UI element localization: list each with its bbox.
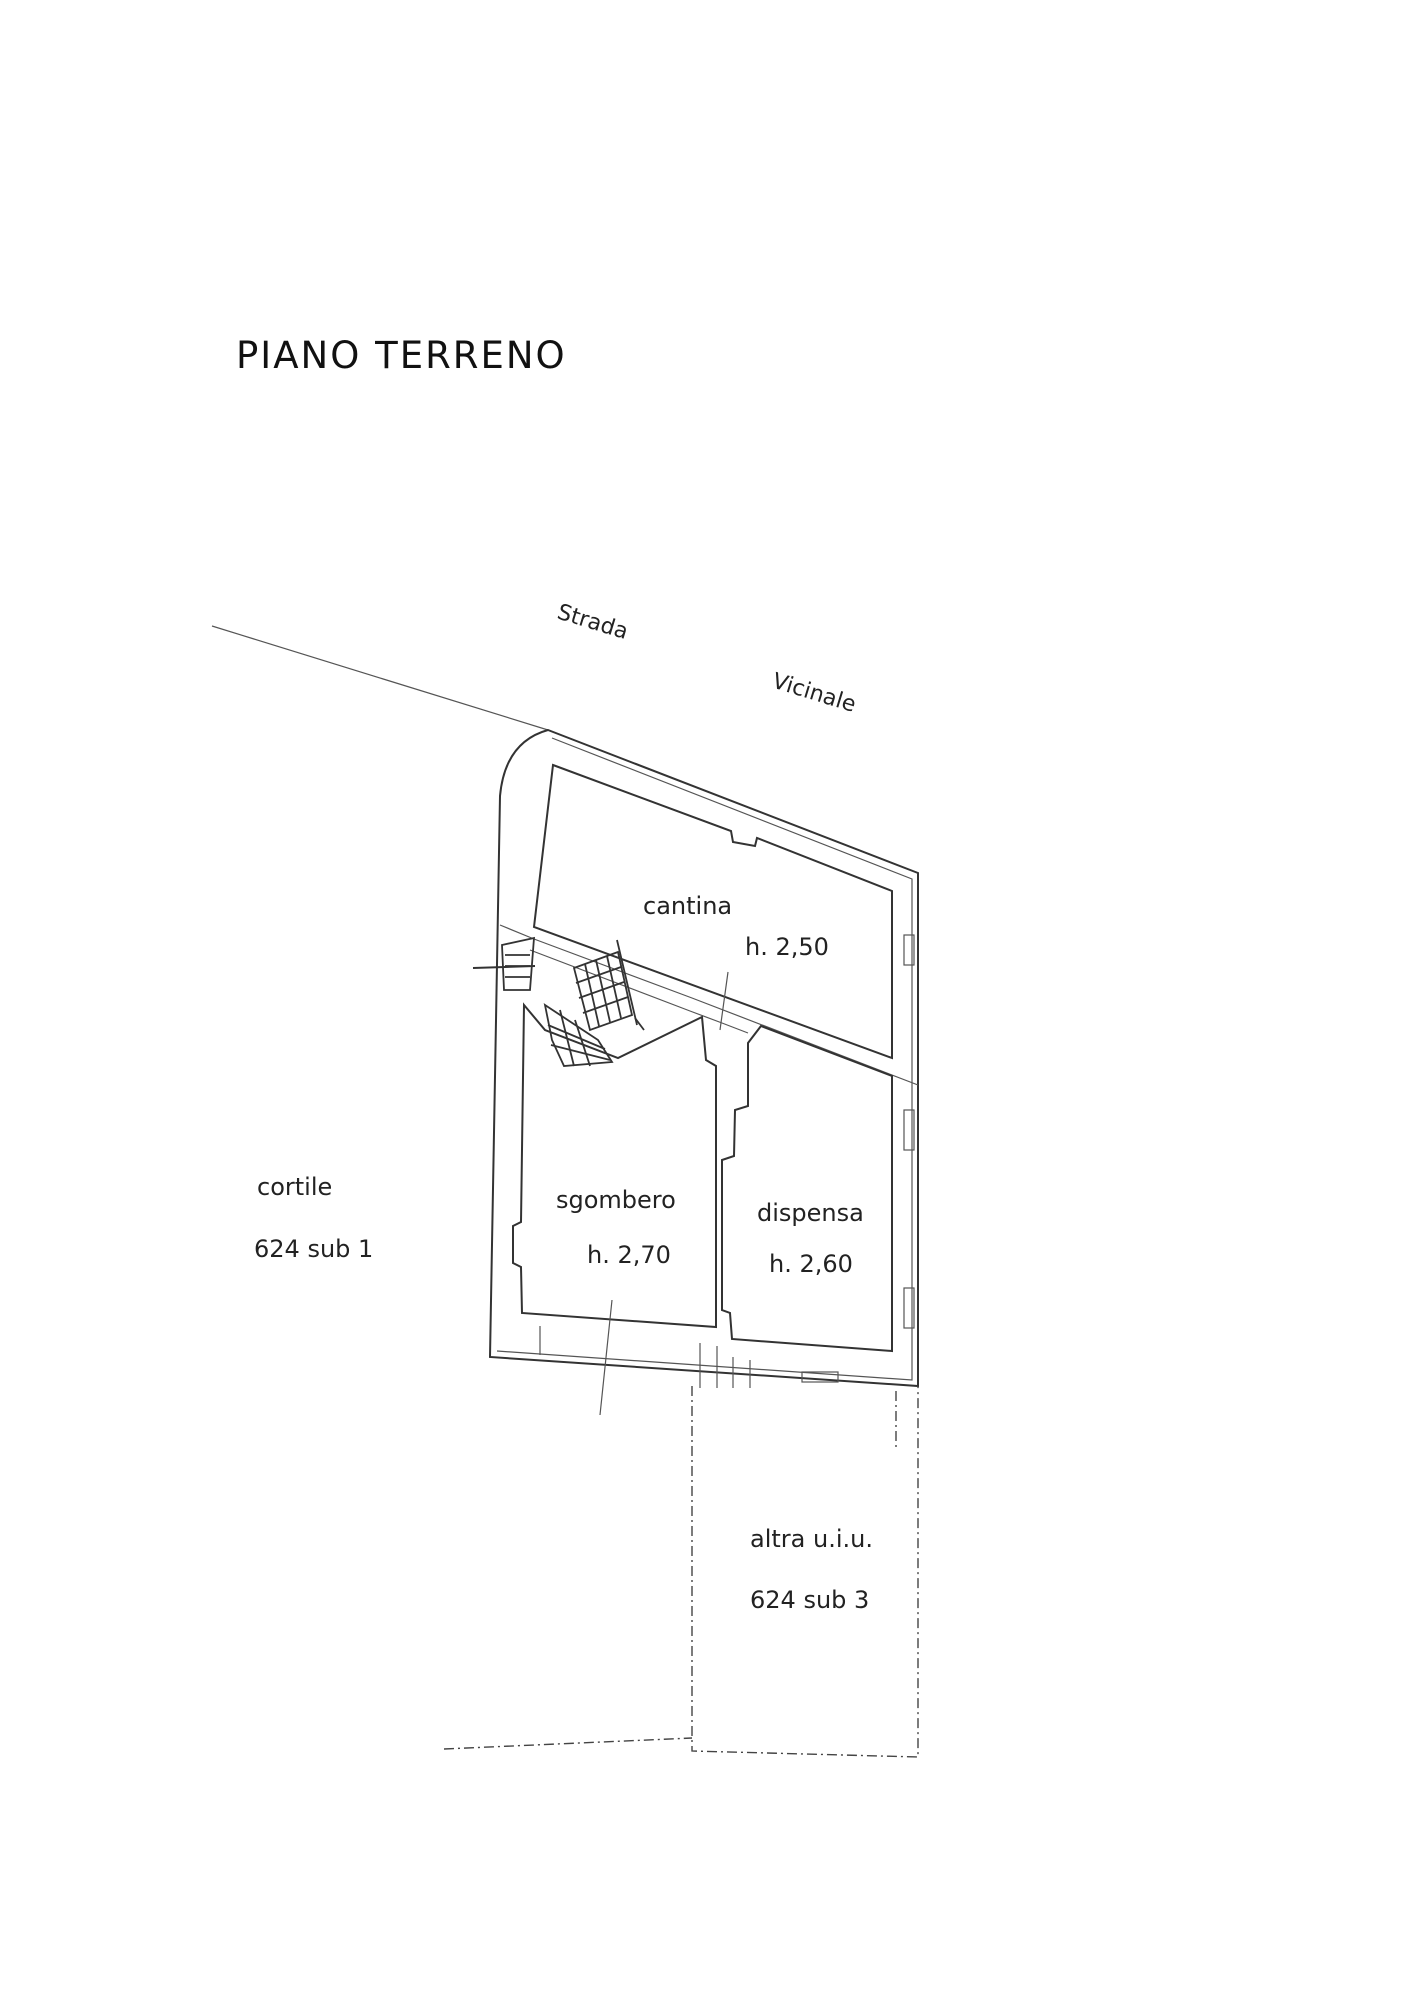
window-right-1 bbox=[903, 934, 915, 966]
window-right-3 bbox=[903, 1287, 915, 1329]
adjacent-unit-outline bbox=[691, 1386, 919, 1758]
label-sgombero: sgombero bbox=[556, 1186, 676, 1214]
cortile-boundary-line bbox=[443, 1737, 693, 1750]
label-altra-uiu-ref: 624 sub 3 bbox=[750, 1586, 869, 1614]
window-right-2 bbox=[903, 1109, 915, 1151]
cantina-lower-wall bbox=[499, 924, 919, 1086]
street-label-strada: Strada bbox=[554, 600, 631, 645]
label-dispensa-height: h. 2,60 bbox=[769, 1250, 853, 1278]
section-line-1 bbox=[599, 1299, 613, 1416]
staircase bbox=[501, 936, 645, 1067]
label-altra-uiu: altra u.i.u. bbox=[750, 1525, 873, 1553]
window-bottom bbox=[801, 1371, 839, 1383]
label-cantina: cantina bbox=[643, 892, 732, 920]
section-line-2 bbox=[719, 971, 729, 1031]
street-label-vicinale: Vicinale bbox=[769, 669, 859, 718]
room-sgombero-outline bbox=[512, 1002, 717, 1329]
building-outer-wall-inner bbox=[496, 737, 913, 1381]
street-boundary-line bbox=[211, 625, 549, 731]
label-cortile: cortile bbox=[257, 1173, 332, 1201]
building-outer-wall bbox=[488, 728, 919, 1388]
plan-title: PIANO TERRENO bbox=[236, 334, 567, 377]
label-dispensa: dispensa bbox=[757, 1199, 864, 1227]
label-sgombero-height: h. 2,70 bbox=[587, 1241, 671, 1269]
label-cortile-ref: 624 sub 1 bbox=[254, 1235, 373, 1263]
room-cantina-outline bbox=[532, 763, 893, 1060]
room-dispensa-outline bbox=[721, 1024, 893, 1353]
label-cantina-height: h. 2,50 bbox=[745, 933, 829, 961]
cantina-lower-wall-2 bbox=[529, 949, 749, 1034]
